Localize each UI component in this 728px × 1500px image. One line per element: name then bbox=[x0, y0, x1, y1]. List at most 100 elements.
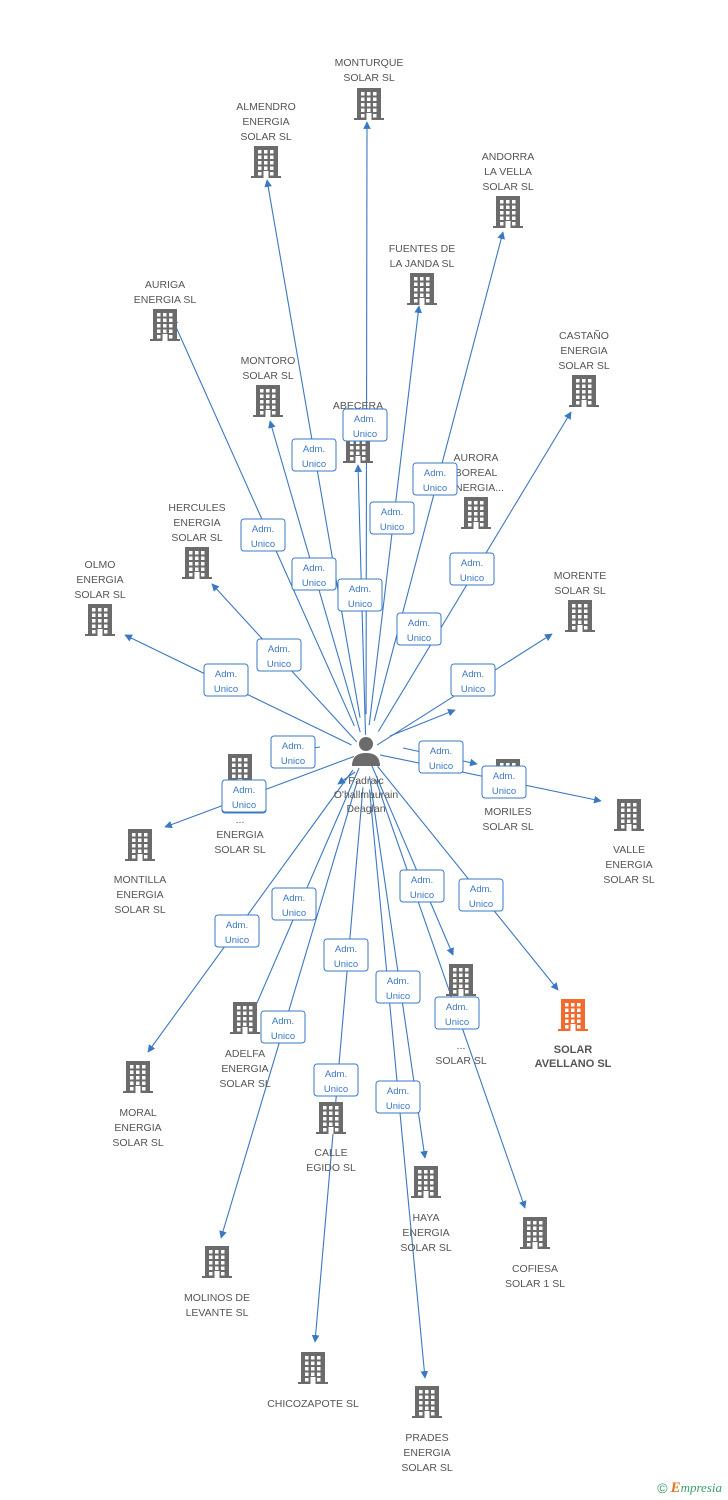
edge-label-text: Adm. bbox=[282, 741, 304, 752]
edge-label-text: Unico bbox=[410, 890, 434, 901]
company-label-line: ENERGIA bbox=[242, 116, 289, 128]
edge-label-text: Unico bbox=[423, 483, 447, 494]
edge-label-moral[interactable]: Adm.Unico bbox=[214, 914, 260, 948]
company-label-line: CASTAÑO bbox=[559, 329, 609, 342]
edge-solar-mid bbox=[370, 763, 454, 956]
edge-label-avellano[interactable]: Adm.Unico bbox=[458, 878, 504, 912]
edge-label-moriles[interactable]: Adm.Unico bbox=[418, 740, 464, 774]
edge-label-almendro[interactable]: Adm.Unico bbox=[291, 438, 337, 472]
edge-label-olmo[interactable]: Adm.Unico bbox=[203, 663, 249, 697]
building-icon bbox=[569, 375, 599, 407]
edge-label-montoro[interactable]: Adm.Unico bbox=[291, 557, 337, 591]
edge-label-valle[interactable]: Adm.Unico bbox=[481, 765, 527, 799]
company-label-line: ENERGIA bbox=[605, 859, 652, 871]
edge-moral bbox=[147, 769, 354, 1053]
company-label-line: AURIGA bbox=[145, 279, 185, 291]
company-label-line: SOLAR SL bbox=[558, 360, 610, 372]
edge-label-fuentes[interactable]: Adm.Unico bbox=[369, 501, 415, 535]
edge-label-text: Unico bbox=[386, 1101, 410, 1112]
edge-label-text: Unico bbox=[324, 1084, 348, 1095]
edge-label-auriga[interactable]: Adm.Unico bbox=[240, 518, 286, 552]
company-label-line: ENERGIA bbox=[173, 517, 220, 529]
edge-label-cofiesa[interactable]: Adm.Unico bbox=[434, 996, 480, 1030]
company-label-line: HERCULES bbox=[168, 502, 225, 514]
company-label-line: ENERGIA bbox=[221, 1063, 268, 1075]
edge-label-castano[interactable]: Adm.Unico bbox=[449, 552, 495, 586]
building-icon bbox=[411, 1166, 441, 1198]
edge-avellano bbox=[377, 765, 559, 991]
company-label-line: SOLAR SL bbox=[401, 1462, 453, 1474]
edge-label-hercules[interactable]: Adm.Unico bbox=[256, 638, 302, 672]
edge-label-morente[interactable]: Adm.Unico bbox=[450, 663, 496, 697]
edge-molinos bbox=[219, 781, 358, 1239]
company-label-line: ENERGIA bbox=[114, 1122, 161, 1134]
company-label-line: FUENTES DE bbox=[389, 243, 456, 255]
edge-label-text: Adm. bbox=[303, 444, 325, 455]
edge-label-monturque[interactable]: Adm.Unico bbox=[342, 408, 388, 442]
company-label-line: ENERGIA bbox=[403, 1447, 450, 1459]
edge-label-text: Unico bbox=[348, 599, 372, 610]
company-label-line: MONTILLA bbox=[114, 874, 167, 886]
edge-label-extra-1[interactable]: Adm.Unico bbox=[221, 779, 267, 813]
edge-label-text: Adm. bbox=[411, 875, 433, 886]
edge-label-text: Adm. bbox=[226, 920, 248, 931]
edge-label-extra-0[interactable]: Adm.Unico bbox=[270, 735, 316, 769]
edge-label-prades[interactable]: Adm.Unico bbox=[375, 1080, 421, 1114]
company-label-line: CALLE bbox=[314, 1147, 347, 1159]
company-label-line: ENERGIA bbox=[216, 829, 263, 841]
company-label-line: SOLAR SL bbox=[242, 370, 294, 382]
company-label-line: ... bbox=[236, 814, 245, 826]
edge-label-text: Unico bbox=[251, 539, 275, 550]
company-label-line: AVELLANO SL bbox=[535, 1058, 612, 1070]
edge-label-andorra[interactable]: Adm.Unico bbox=[412, 462, 458, 496]
edge-short-3 bbox=[389, 708, 456, 737]
edge-label-text: Unico bbox=[282, 908, 306, 919]
edge-label-molinos[interactable]: Adm.Unico bbox=[260, 1010, 306, 1044]
edge-label-abecera[interactable]: Adm.Unico bbox=[337, 578, 383, 612]
building-icon bbox=[125, 829, 155, 861]
edge-label-adelfa[interactable]: Adm.Unico bbox=[271, 887, 317, 921]
company-label-line: MONTURQUE bbox=[335, 57, 404, 69]
company-label-line: CHICOZAPOTE SL bbox=[267, 1398, 359, 1410]
edge-label-aurora[interactable]: Adm.Unico bbox=[396, 612, 442, 646]
company-node-aurora[interactable]: AURORABOREALENERGIA... bbox=[448, 452, 504, 529]
company-label-line: OLMO bbox=[85, 559, 116, 571]
edge-label-text: Unico bbox=[386, 991, 410, 1002]
edge-label-solar-mid[interactable]: Adm. Unico bbox=[399, 869, 445, 903]
edge-label-haya[interactable]: Adm.Unico bbox=[375, 970, 421, 1004]
company-label-line: VALLE bbox=[613, 844, 645, 856]
company-node-solar-mid[interactable]: ...SOLAR SL bbox=[435, 964, 487, 1067]
edge-label-chicozapote[interactable]: Adm.Unico bbox=[313, 1063, 359, 1097]
edge-label-calle[interactable]: Adm.Unico bbox=[323, 938, 369, 972]
edge-label-text: Adm. bbox=[272, 1016, 294, 1027]
building-icon bbox=[316, 1102, 346, 1134]
edge-short-2 bbox=[337, 771, 356, 785]
building-icon bbox=[230, 1002, 260, 1034]
footer-brand: © E mpresia bbox=[657, 1478, 722, 1498]
company-label-line: SOLAR SL bbox=[214, 844, 266, 856]
edge-label-text: Adm. bbox=[408, 618, 430, 629]
company-node-chicozapote[interactable]: CHICOZAPOTE SL bbox=[267, 1352, 359, 1410]
company-label-line: HAYA bbox=[412, 1212, 439, 1224]
